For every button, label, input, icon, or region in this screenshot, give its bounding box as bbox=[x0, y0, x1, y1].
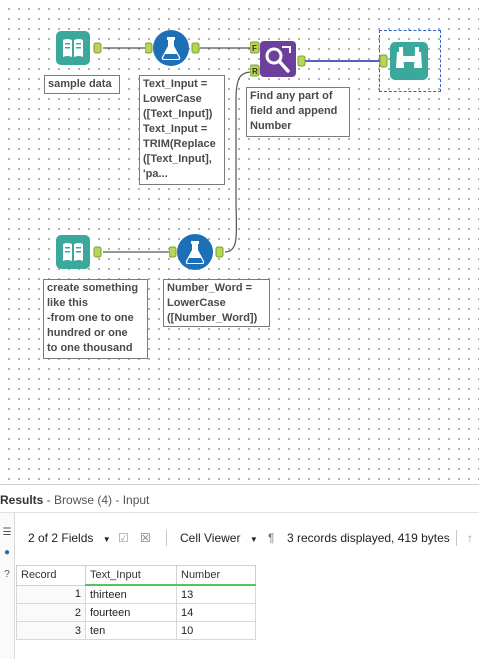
number-cell[interactable]: 10 bbox=[176, 621, 256, 640]
toolbar-divider bbox=[166, 530, 167, 546]
results-side-strip: ☰ ● ? bbox=[0, 513, 15, 659]
number-cell[interactable]: 13 bbox=[176, 584, 256, 604]
formula-tool-2[interactable] bbox=[168, 233, 227, 271]
wire-formula2-findreplace bbox=[224, 71, 253, 253]
record-cell: 3 bbox=[16, 621, 86, 640]
annotation-find-replace[interactable]: Find any part of field and append Number bbox=[246, 87, 350, 137]
column-header-text-input[interactable]: Text_Input bbox=[85, 565, 177, 586]
results-title: Results - Browse (4) - Input bbox=[0, 493, 149, 507]
results-header: Results - Browse (4) - Input bbox=[0, 484, 479, 513]
sort-up-icon[interactable]: ↑ bbox=[467, 531, 473, 545]
formula-tool-1[interactable] bbox=[144, 29, 201, 67]
results-subtitle: - Browse (4) - Input bbox=[43, 493, 150, 507]
record-cell: 1 bbox=[16, 584, 86, 604]
find-replace-tool[interactable]: F R bbox=[249, 39, 308, 79]
output-anchor bbox=[191, 42, 200, 54]
output-anchor bbox=[93, 246, 102, 258]
annotation-formula-1[interactable]: Text_Input = LowerCase ([Text_Input]) Te… bbox=[139, 75, 225, 185]
browse-tool[interactable] bbox=[379, 30, 441, 92]
results-label: Results bbox=[0, 493, 44, 507]
help-icon[interactable]: ? bbox=[4, 569, 10, 580]
column-header-number[interactable]: Number bbox=[176, 565, 256, 586]
input-anchor bbox=[379, 54, 388, 68]
checkmark-icon[interactable]: ☑ bbox=[118, 531, 129, 545]
replace-anchor bbox=[249, 64, 260, 77]
toolbar-divider bbox=[456, 530, 457, 546]
chevron-down-icon: ▼ bbox=[249, 535, 258, 544]
table-row[interactable]: 3 ten 10 bbox=[16, 621, 256, 640]
results-grid: Record Text_Input Number 1 thirteen 13 2… bbox=[16, 565, 256, 640]
output-anchor bbox=[215, 246, 224, 258]
anchor-f: F bbox=[252, 44, 257, 53]
cell-viewer-dropdown[interactable]: Cell Viewer ▼ bbox=[180, 531, 258, 545]
fields-label: 2 of 2 Fields bbox=[28, 531, 94, 545]
records-info: 3 records displayed, 419 bytes bbox=[287, 531, 450, 545]
column-header-record[interactable]: Record bbox=[16, 565, 86, 586]
input-data-tool-2[interactable] bbox=[55, 234, 103, 270]
binoculars-icon[interactable]: ● bbox=[3, 547, 11, 558]
results-panel: ☰ ● ? 2 of 2 Fields ▼ ☑ ☒ Cell Viewer ▼ … bbox=[0, 512, 479, 659]
find-anchor bbox=[249, 41, 260, 54]
output-anchor bbox=[93, 42, 102, 54]
output-anchor bbox=[297, 55, 306, 67]
text-input-cell[interactable]: thirteen bbox=[85, 584, 177, 604]
annotation-sample-data[interactable]: sample data bbox=[44, 75, 120, 94]
annotation-formula-2[interactable]: Number_Word = LowerCase ([Number_Word]) bbox=[163, 279, 270, 327]
text-input-cell[interactable]: fourteen bbox=[85, 603, 177, 622]
fields-dropdown[interactable]: 2 of 2 Fields ▼ bbox=[28, 531, 111, 545]
menu-icon[interactable]: ☰ bbox=[2, 527, 12, 538]
pilcrow-icon[interactable]: ¶ bbox=[268, 531, 275, 545]
text-input-cell[interactable]: ten bbox=[85, 621, 177, 640]
input-anchor bbox=[144, 42, 153, 54]
annotation-create-something[interactable]: create something like this -from one to … bbox=[43, 279, 148, 359]
anchor-r: R bbox=[252, 67, 258, 76]
input-anchor bbox=[168, 246, 177, 258]
record-cell: 2 bbox=[16, 603, 86, 622]
number-cell[interactable]: 14 bbox=[176, 603, 256, 622]
input-data-tool-1[interactable] bbox=[55, 30, 103, 66]
table-row[interactable]: 2 fourteen 14 bbox=[16, 603, 256, 622]
table-row[interactable]: 1 thirteen 13 bbox=[16, 584, 256, 604]
book-icon bbox=[56, 235, 90, 269]
header-row: Record Text_Input Number bbox=[16, 565, 256, 586]
results-toolbar: 2 of 2 Fields ▼ ☑ ☒ Cell Viewer ▼ ¶ 3 re… bbox=[14, 527, 479, 549]
book-icon bbox=[56, 31, 90, 65]
connection-wires bbox=[103, 47, 381, 253]
workflow-canvas[interactable]: F R bbox=[0, 0, 479, 480]
clear-icon[interactable]: ☒ bbox=[140, 531, 151, 545]
cell-viewer-label: Cell Viewer bbox=[180, 531, 241, 545]
chevron-down-icon: ▼ bbox=[102, 535, 111, 544]
